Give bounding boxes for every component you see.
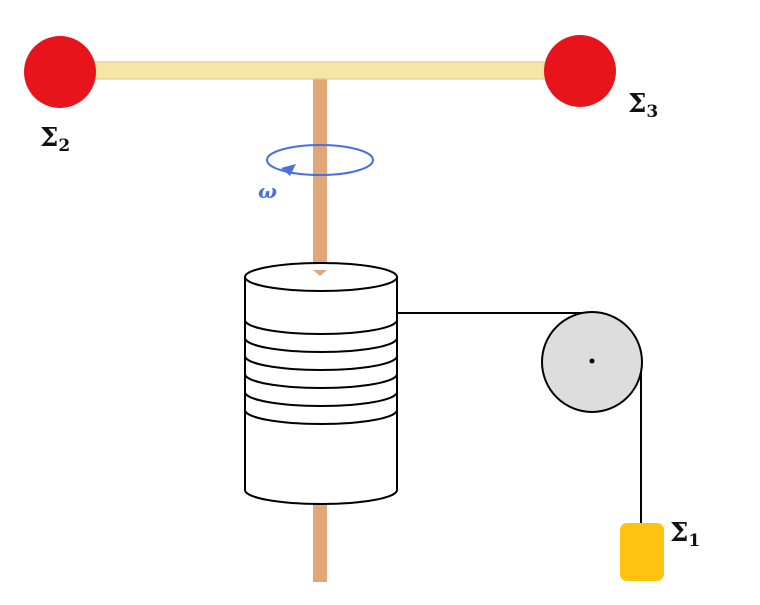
hanging-weight: [620, 523, 664, 581]
sphere-left: [24, 36, 96, 108]
pulley-axle: [589, 358, 595, 364]
axle-upper: [313, 78, 327, 275]
sphere-right: [544, 35, 616, 107]
drum: [244, 262, 398, 505]
label-sigma3: Σ3: [628, 89, 658, 122]
axle-lower: [313, 500, 327, 582]
horizontal-rod: [54, 61, 591, 80]
axle-top-cap: [313, 270, 327, 276]
label-sigma2: Σ2: [40, 123, 70, 156]
label-omega: ω: [258, 179, 277, 203]
rotation-arrow-icon: [266, 144, 374, 176]
label-sigma1: Σ1: [670, 518, 700, 551]
